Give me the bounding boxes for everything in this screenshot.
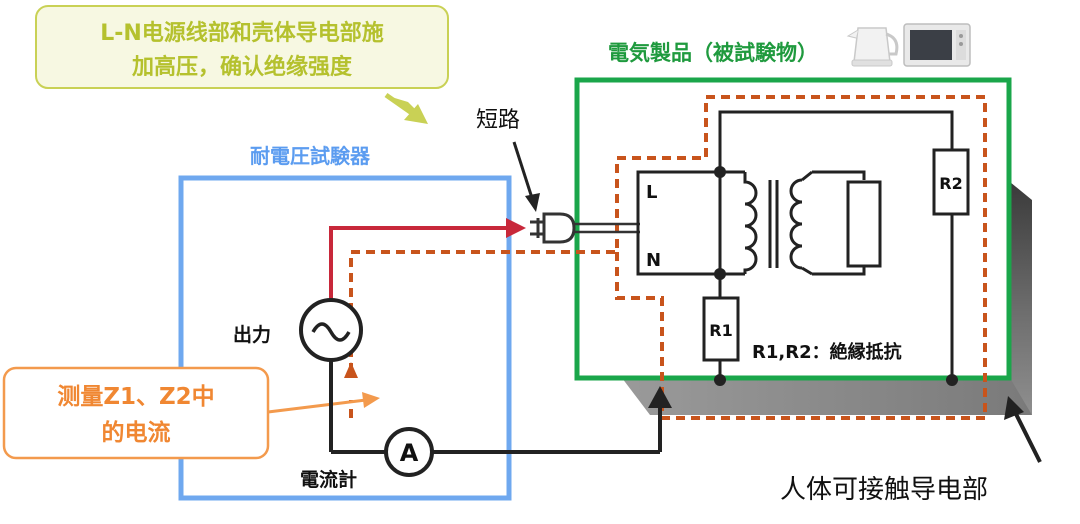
ammeter-icon: A (384, 427, 434, 477)
callout-top: L-N电源线部和壳体导电部施 加高压，确认绝缘强度 (35, 5, 449, 124)
product-title: 電気製品（被試験物） (608, 41, 818, 65)
junction-dots (714, 166, 958, 386)
microwave-icon (903, 23, 971, 67)
callout-bottom-line1: 测量Z1、Z2中 (57, 384, 214, 410)
terminal-n: N (646, 250, 661, 271)
callout-bottom-line2: 的电流 (102, 419, 171, 446)
callout-top-line1: L-N电源线部和壳体导电部施 (100, 20, 384, 46)
terminal-l: L (646, 182, 657, 203)
tester-box (178, 175, 512, 501)
product-box (574, 77, 1012, 381)
r2-label: R2 (939, 174, 962, 193)
tester-title: 耐電圧試験器 (250, 144, 371, 168)
return-arrow (648, 386, 672, 408)
ammeter-symbol: A (400, 439, 419, 467)
short-label: 短路 (476, 108, 520, 133)
r1-label: R1 (709, 321, 732, 340)
body-arrow (1004, 396, 1042, 463)
short-arrow (512, 141, 540, 212)
current-path (349, 95, 987, 420)
product-circuit (636, 110, 970, 380)
body-label: 人体可接触导电部 (780, 475, 988, 505)
plug-icon (530, 212, 640, 244)
kettle-icon (846, 27, 899, 67)
chassis-shadow (622, 182, 1032, 415)
callout-top-line2: 加高压，确认绝缘强度 (131, 54, 353, 80)
ac-source-icon (299, 298, 363, 362)
tester-wiring (329, 360, 662, 454)
callout-bottom-pointer (267, 392, 380, 414)
current-arrow-up (344, 362, 358, 378)
callout-bottom: 测量Z1、Z2中 的电流 (2, 366, 270, 460)
resistor-note: R1,R2：絶縁抵抗 (752, 341, 902, 363)
output-label: 出力 (233, 323, 271, 346)
hv-path (329, 218, 526, 300)
ammeter-label: 電流計 (300, 468, 357, 491)
